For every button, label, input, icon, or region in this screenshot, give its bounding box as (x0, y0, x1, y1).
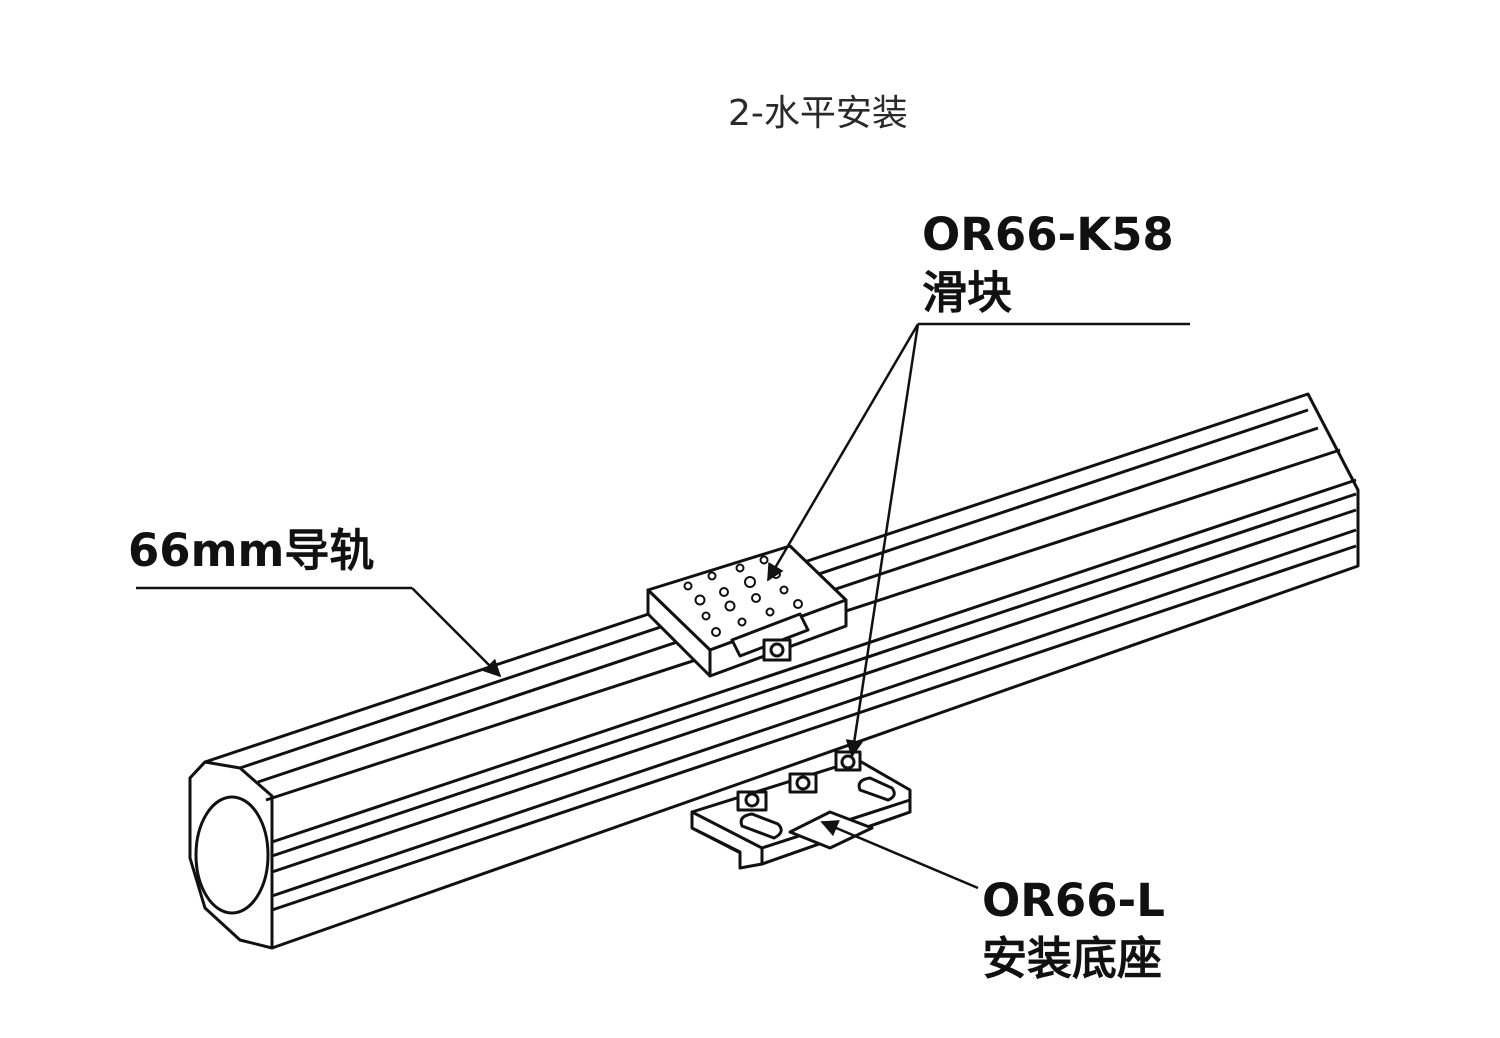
slider-model-text: OR66-K58 (922, 208, 1174, 261)
base-label: OR66-L 安装底座 (982, 872, 1165, 988)
rail-body (188, 392, 1360, 950)
slider-name-text: 滑块 (922, 266, 1013, 319)
rail-label-text: 66mm导轨 (128, 524, 375, 577)
rail-label: 66mm导轨 (128, 522, 374, 580)
base-name-text: 安装底座 (982, 932, 1163, 985)
diagram-title: 2-水平安装 (728, 93, 908, 134)
slider-block (646, 544, 848, 678)
leader-lines (136, 322, 1190, 890)
base-model-text: OR66-L (982, 874, 1165, 927)
slider-label: OR66-K58 滑块 (922, 206, 1174, 322)
mounting-base (690, 750, 912, 870)
